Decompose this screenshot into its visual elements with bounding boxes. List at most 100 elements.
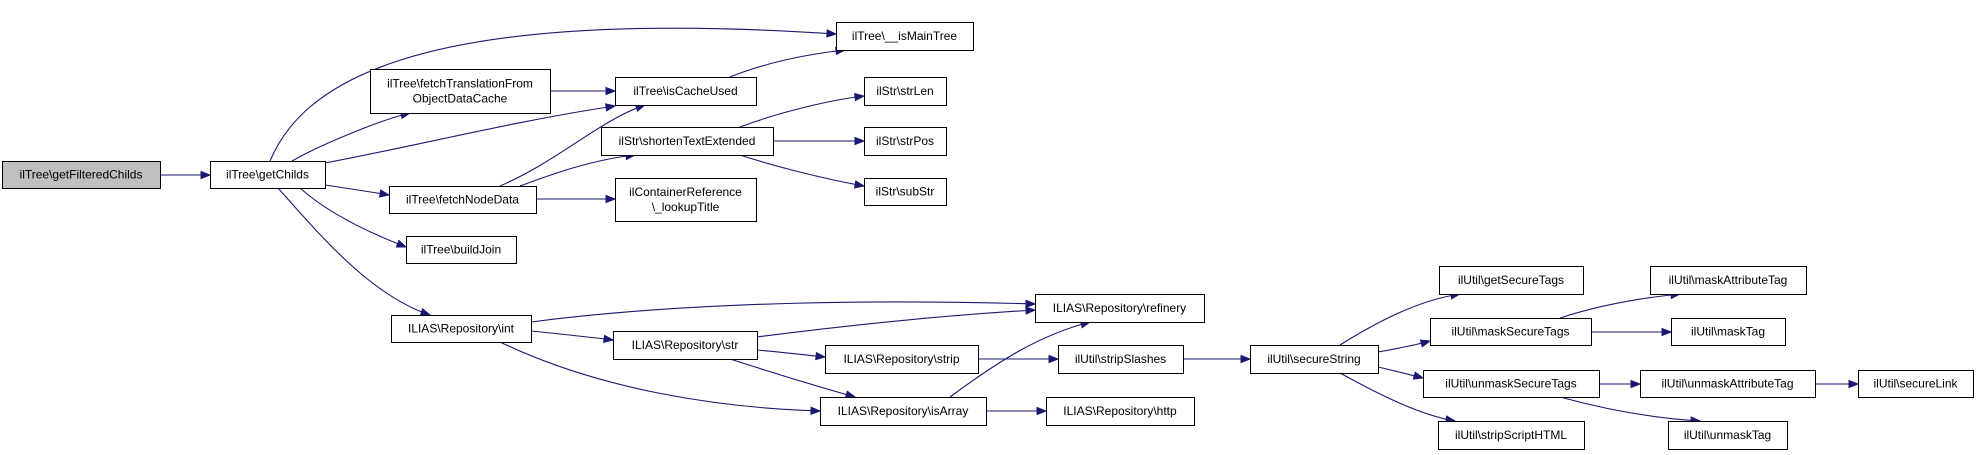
node-repoStr[interactable]: ILIAS\Repository\str bbox=[613, 331, 758, 360]
node-isMainTree[interactable]: ilTree\__isMainTree bbox=[836, 22, 974, 51]
node-box[interactable] bbox=[1046, 397, 1195, 426]
edge-line bbox=[1339, 293, 1461, 346]
node-box[interactable] bbox=[825, 345, 979, 374]
node-box[interactable] bbox=[864, 178, 947, 206]
node-lookupTitle[interactable]: ilContainerReference\_lookupTitle bbox=[615, 178, 757, 222]
edge-line bbox=[1559, 396, 1701, 422]
node-label: ilContainerReference bbox=[629, 185, 742, 199]
edge-shortenTextExtended-to-strPos bbox=[772, 136, 866, 146]
node-box[interactable] bbox=[389, 186, 537, 214]
node-label: ilStr\subStr bbox=[876, 185, 935, 199]
node-box[interactable] bbox=[1668, 421, 1788, 450]
node-box[interactable] bbox=[1035, 294, 1205, 323]
node-repoInt[interactable]: ILIAS\Repository\int bbox=[391, 315, 532, 343]
node-box[interactable] bbox=[615, 178, 757, 222]
arrowhead bbox=[1419, 339, 1432, 348]
node-box[interactable] bbox=[836, 22, 974, 51]
edge-line bbox=[756, 349, 826, 358]
node-unmaskSecureTags[interactable]: ilUtil\unmaskSecureTags bbox=[1423, 370, 1600, 398]
edge-line bbox=[519, 154, 636, 187]
node-label: ILIAS\Repository\strip bbox=[843, 352, 959, 366]
node-label: ilTree\fetchNodeData bbox=[406, 193, 519, 207]
edge-stripSlashes-to-secureString bbox=[1183, 354, 1252, 364]
node-getChilds[interactable]: ilTree\getChilds bbox=[210, 161, 326, 189]
node-box[interactable] bbox=[1640, 370, 1816, 398]
edge-line bbox=[324, 184, 390, 196]
edge-maskSecureTags-to-maskTag bbox=[1591, 327, 1673, 337]
node-box[interactable] bbox=[1858, 370, 1974, 398]
edge-line bbox=[324, 105, 616, 164]
node-label: ilTree\fetchTranslationFrom bbox=[387, 77, 533, 91]
node-maskTag[interactable]: ilUtil\maskTag bbox=[1671, 318, 1786, 346]
node-box[interactable] bbox=[1439, 266, 1584, 295]
node-repoRefinery[interactable]: ILIAS\Repository\refinery bbox=[1035, 294, 1205, 323]
edge-line bbox=[739, 154, 865, 187]
node-label: ilTree\buildJoin bbox=[421, 243, 501, 257]
node-secureString[interactable]: ilUtil\secureString bbox=[1250, 345, 1379, 374]
node-maskAttributeTag[interactable]: ilUtil\maskAttributeTag bbox=[1650, 266, 1807, 295]
node-fetchNodeData[interactable]: ilTree\fetchNodeData bbox=[389, 186, 537, 214]
arrowhead bbox=[810, 406, 822, 415]
edge-shortenTextExtended-to-subStr bbox=[739, 154, 866, 189]
node-box[interactable] bbox=[1430, 318, 1592, 346]
node-secureLink[interactable]: ilUtil\secureLink bbox=[1858, 370, 1974, 398]
arrowhead bbox=[1630, 379, 1642, 389]
node-box[interactable] bbox=[820, 397, 987, 426]
node-maskSecureTags[interactable]: ilUtil\maskSecureTags bbox=[1430, 318, 1592, 346]
node-box[interactable] bbox=[864, 77, 947, 106]
node-box[interactable] bbox=[1438, 421, 1585, 450]
node-box[interactable] bbox=[406, 236, 517, 264]
node-label: \_lookupTitle bbox=[652, 200, 720, 214]
arrowhead bbox=[605, 194, 617, 204]
node-unmaskAttributeTag[interactable]: ilUtil\unmaskAttributeTag bbox=[1640, 370, 1816, 398]
node-getSecureTags[interactable]: ilUtil\getSecureTags bbox=[1439, 266, 1584, 295]
node-box[interactable] bbox=[1423, 370, 1600, 398]
node-label: ilStr\strPos bbox=[876, 134, 934, 148]
node-box[interactable] bbox=[391, 315, 532, 343]
node-box[interactable] bbox=[615, 77, 757, 106]
edge-line bbox=[530, 301, 1036, 323]
node-buildJoin[interactable]: ilTree\buildJoin bbox=[406, 236, 517, 264]
edge-line bbox=[277, 187, 431, 316]
node-strPos[interactable]: ilStr\strPos bbox=[864, 127, 947, 156]
node-box[interactable] bbox=[210, 161, 326, 189]
edge-getChilds-to-buildJoin bbox=[299, 187, 408, 248]
node-stripSlashes[interactable]: ilUtil\stripSlashes bbox=[1058, 345, 1184, 374]
node-fetchTranslation[interactable]: ilTree\fetchTranslationFromObjectDataCac… bbox=[370, 69, 551, 114]
edge-getChilds-to-isCacheUsed bbox=[324, 103, 617, 164]
edge-repoStrip-to-stripSlashes bbox=[978, 354, 1060, 364]
node-label: ilUtil\secureLink bbox=[1873, 377, 1958, 391]
node-strLen[interactable]: ilStr\strLen bbox=[864, 77, 947, 106]
node-box[interactable] bbox=[1650, 266, 1807, 295]
node-repoIsArray[interactable]: ILIAS\Repository\isArray bbox=[820, 397, 987, 426]
node-subStr[interactable]: ilStr\subStr bbox=[864, 178, 947, 206]
node-box[interactable] bbox=[370, 69, 551, 114]
arrowhead bbox=[604, 103, 617, 112]
node-label: ilTree\isCacheUsed bbox=[633, 84, 737, 98]
edge-repoStr-to-repoRefinery bbox=[756, 306, 1037, 338]
node-getFilteredChilds[interactable]: ilTree\getFilteredChilds bbox=[2, 161, 161, 189]
node-stripScriptHTML[interactable]: ilUtil\stripScriptHTML bbox=[1438, 421, 1585, 450]
edge-getChilds-to-fetchNodeData bbox=[324, 184, 391, 198]
node-box[interactable] bbox=[1250, 345, 1379, 374]
edge-unmaskSecureTags-to-unmaskTag bbox=[1559, 396, 1702, 425]
node-box[interactable] bbox=[613, 331, 758, 360]
node-isCacheUsed[interactable]: ilTree\isCacheUsed bbox=[615, 77, 757, 106]
node-repoHttp[interactable]: ILIAS\Repository\http bbox=[1046, 397, 1195, 426]
node-label: ilUtil\stripSlashes bbox=[1075, 352, 1166, 366]
node-label: ILIAS\Repository\isArray bbox=[838, 404, 969, 418]
node-box[interactable] bbox=[864, 127, 947, 156]
node-shortenTextExtended[interactable]: ilStr\shortenTextExtended bbox=[601, 127, 774, 156]
node-box[interactable] bbox=[1671, 318, 1786, 346]
node-label: ilTree\getChilds bbox=[226, 168, 309, 182]
edges-layer bbox=[160, 27, 1860, 425]
node-repoStrip[interactable]: ILIAS\Repository\strip bbox=[825, 345, 979, 374]
node-box[interactable] bbox=[601, 127, 774, 156]
edge-line bbox=[729, 49, 846, 78]
node-box[interactable] bbox=[1058, 345, 1184, 374]
node-unmaskTag[interactable]: ilUtil\unmaskTag bbox=[1668, 421, 1788, 450]
edge-line bbox=[299, 187, 407, 248]
edge-line bbox=[756, 309, 1036, 338]
node-box[interactable] bbox=[2, 161, 161, 189]
